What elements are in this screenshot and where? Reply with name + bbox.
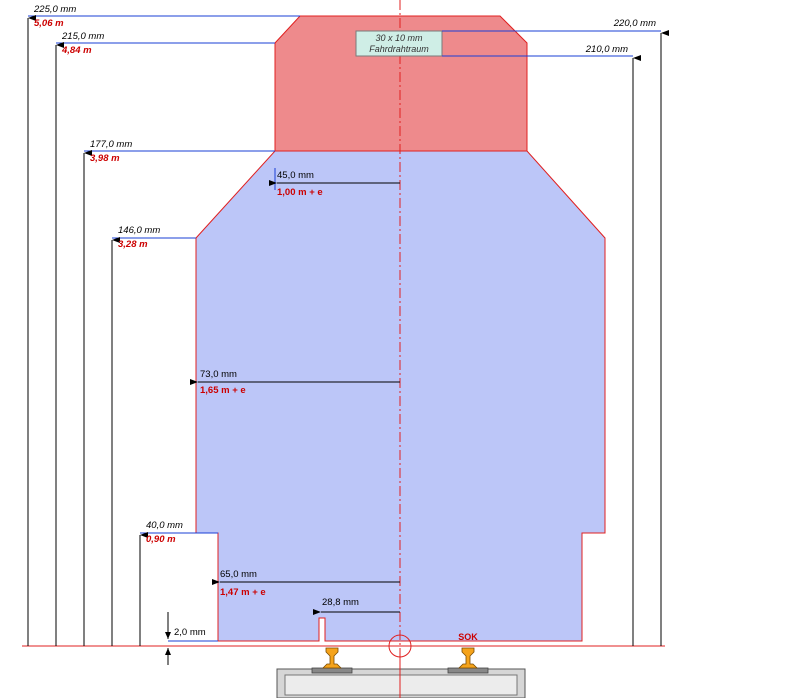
width-label-45-m: 1,00 m + e [277, 187, 323, 198]
height-label-220-mm: 220,0 mm [613, 18, 656, 29]
width-label-65-mm: 65,0 mm [220, 569, 257, 580]
height-label-225-m: 5,06 m [34, 18, 64, 29]
height-label-215-m: 4,84 m [61, 45, 92, 56]
height-label-215-mm: 215,0 mm [61, 31, 104, 42]
width-label-65-m: 1,47 m + e [220, 587, 266, 598]
offset-label-2mm: 2,0 mm [174, 627, 206, 638]
height-label-40-m: 0,90 m [146, 534, 176, 545]
width-label-45-mm: 45,0 mm [277, 170, 314, 181]
rail-right [447, 647, 489, 674]
catenary-box-line1: 30 x 10 mm [375, 33, 423, 43]
height-label-146-mm: 146,0 mm [118, 225, 160, 236]
height-label-225-mm: 225,0 mm [33, 4, 76, 15]
rail-left [311, 647, 353, 674]
sok-label: SOK [458, 632, 478, 642]
height-label-146-m: 3,28 m [118, 239, 148, 250]
height-label-177-m: 3,98 m [90, 153, 120, 164]
catenary-box-line2: Fahrdrahtraum [369, 44, 429, 54]
width-label-73-m: 1,65 m + e [200, 385, 246, 396]
width-label-73-mm: 73,0 mm [200, 369, 237, 380]
track-sleeper [276, 668, 526, 698]
width-label-28-8-mm: 28,8 mm [322, 597, 359, 608]
catenary-box [355, 30, 443, 57]
height-label-177-mm: 177,0 mm [90, 139, 132, 150]
height-label-210-mm: 210,0 mm [585, 44, 628, 55]
height-label-40-mm: 40,0 mm [146, 520, 183, 531]
